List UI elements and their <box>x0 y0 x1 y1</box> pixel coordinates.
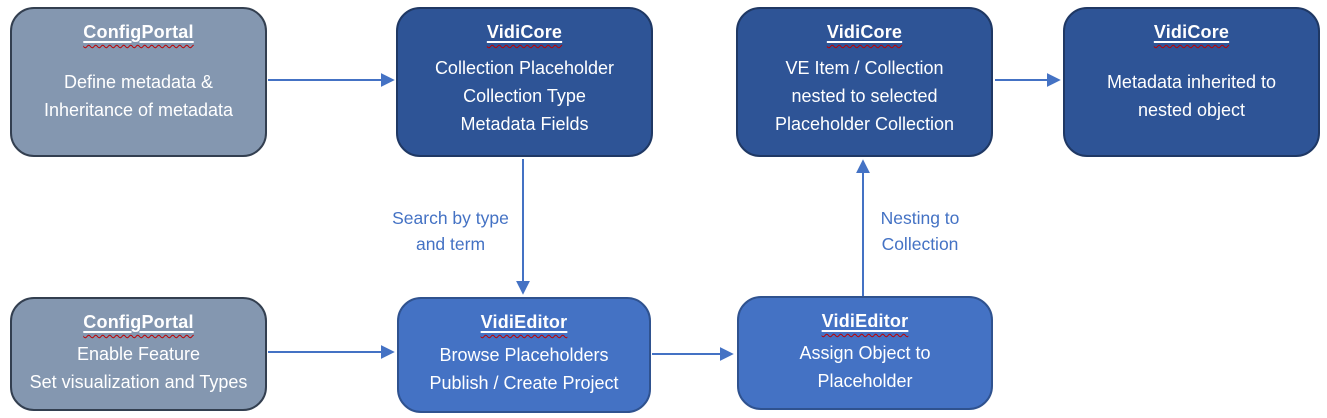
node-body: Collection Placeholder Collection Type M… <box>434 58 615 134</box>
node-title: ConfigPortal <box>83 22 193 43</box>
node-vidieditor-assign-object: VidiEditor Assign Object to Placeholder <box>737 296 993 410</box>
node-body: Enable Feature Set visualization and Typ… <box>29 344 248 392</box>
node-app-underline: VidiCore <box>1154 22 1229 42</box>
node-body: Assign Object to Placeholder <box>799 343 931 391</box>
node-configportal-enable-feature: ConfigPortal Enable Feature Set visualiz… <box>10 297 267 411</box>
node-app-underline: VidiEditor <box>481 312 568 332</box>
node-app-underline: VidiCore <box>827 22 902 42</box>
node-app-label: ConfigPortal <box>83 22 194 42</box>
node-body: Browse Placeholders Publish / Create Pro… <box>429 345 619 393</box>
node-vidicore-collection-placeholder: VidiCore Collection Placeholder Collecti… <box>396 7 653 157</box>
node-vidieditor-browse-placeholders: VidiEditor Browse Placeholders Publish /… <box>397 297 651 413</box>
node-app-label: VidiCore <box>826 22 903 42</box>
arrow-label-nesting-to-collection: Nesting to Collection <box>880 208 960 254</box>
node-app-label: VidiEditor <box>480 312 568 332</box>
node-title: VidiEditor <box>481 312 568 333</box>
arrow-label-search-by-type: Search by type and term <box>392 208 509 254</box>
node-configportal-define-metadata: ConfigPortal Define metadata & Inheritan… <box>10 7 267 157</box>
node-app-underline: ConfigPortal <box>83 22 193 42</box>
node-title: VidiCore <box>487 22 562 43</box>
node-title: VidiCore <box>827 22 902 43</box>
node-app-label: VidiCore <box>486 22 563 42</box>
node-body: VE Item / Collection nested to selected … <box>774 58 955 134</box>
node-app-underline: VidiEditor <box>822 311 909 331</box>
node-body: Define metadata & Inheritance of metadat… <box>43 72 234 120</box>
node-title: ConfigPortal <box>83 312 193 333</box>
node-body: Metadata inherited to nested object <box>1106 72 1277 120</box>
node-title: VidiEditor <box>822 311 909 332</box>
node-vidicore-ve-item-nested: VidiCore VE Item / Collection nested to … <box>736 7 993 157</box>
node-vidicore-metadata-inherited: VidiCore Metadata inherited to nested ob… <box>1063 7 1320 157</box>
node-title: VidiCore <box>1154 22 1229 43</box>
node-app-underline: VidiCore <box>487 22 562 42</box>
node-app-label: VidiEditor <box>821 311 909 331</box>
node-app-label: VidiCore <box>1153 22 1230 42</box>
node-app-underline: ConfigPortal <box>83 312 193 332</box>
node-app-label: ConfigPortal <box>83 312 194 332</box>
